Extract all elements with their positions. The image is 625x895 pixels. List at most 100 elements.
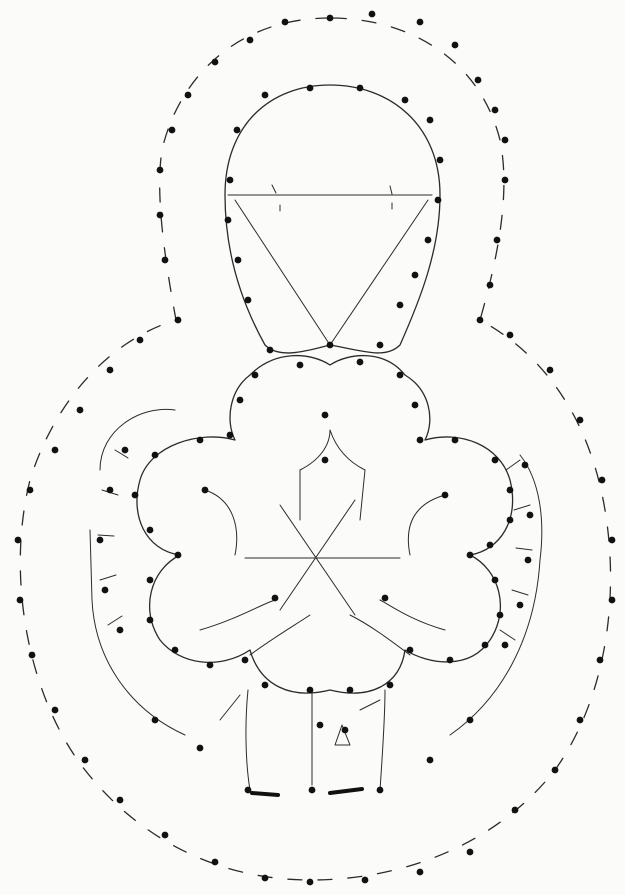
pricking-dot (482, 642, 489, 649)
pricking-dot (522, 462, 529, 469)
pricking-dot (227, 432, 234, 439)
pricking-dot (162, 832, 169, 839)
pricking-dot (397, 302, 404, 309)
pricking-dot (427, 757, 434, 764)
pricking-dot (207, 662, 214, 669)
pricking-dot (475, 77, 482, 84)
pricking-dot (237, 397, 244, 404)
pricking-dot (107, 367, 114, 374)
pricking-dot (317, 722, 324, 729)
pricking-dot (599, 477, 606, 484)
pricking-dot (342, 727, 349, 734)
pricking-dot (377, 342, 384, 349)
pricking-dot (322, 412, 329, 419)
pricking-dot (502, 137, 509, 144)
pricking-dot (262, 92, 269, 99)
central-flower (137, 356, 513, 693)
pricking-dot (252, 372, 259, 379)
pricking-dot (357, 85, 364, 92)
pricking-dot (442, 492, 449, 499)
pricking-dot (272, 595, 279, 602)
pricking-dot (387, 682, 394, 689)
pricking-dot (307, 85, 314, 92)
pricking-dot (242, 657, 249, 664)
pricking-dot (147, 617, 154, 624)
pricking-dot (202, 487, 209, 494)
pricking-dot (425, 237, 432, 244)
pricking-dot (117, 797, 124, 804)
pricking-dot (517, 602, 524, 609)
pricking-dot (492, 107, 499, 114)
top-petal (225, 85, 440, 353)
pricking-dot (512, 807, 519, 814)
pricking-dot (487, 542, 494, 549)
pricking-dot (245, 297, 252, 304)
pricking-dot (17, 597, 24, 604)
pricking-dot (169, 127, 176, 134)
pricking-dot (502, 642, 509, 649)
pricking-dot (452, 42, 459, 49)
pricking-dot (525, 557, 532, 564)
pricking-dot (447, 657, 454, 664)
pricking-dot (347, 687, 354, 694)
pricking-dot (52, 707, 59, 714)
pricking-dot (452, 437, 459, 444)
pricking-dot (402, 97, 409, 104)
outer-boundary (20, 18, 610, 880)
pricking-dot (609, 537, 616, 544)
pricking-dot (309, 787, 316, 794)
pricking-dot (494, 237, 501, 244)
pricking-dot (157, 167, 164, 174)
pricking-dot (197, 745, 204, 752)
pricking-dot (175, 317, 182, 324)
pricking-dot (507, 487, 514, 494)
pricking-dot (527, 512, 534, 519)
pricking-dot (467, 552, 474, 559)
pricking-dot (262, 875, 269, 882)
pricking-dot (97, 537, 104, 544)
pricking-dot (377, 787, 384, 794)
pricking-dot (417, 19, 424, 26)
pricking-dot (362, 877, 369, 884)
pricking-dot (15, 537, 22, 544)
pricking-dot (397, 372, 404, 379)
pricking-dot (417, 869, 424, 876)
pricking-dot (552, 767, 559, 774)
pricking-dot (412, 402, 419, 409)
pricking-dot (435, 197, 442, 204)
pricking-dot (297, 362, 304, 369)
pricking-dot (322, 457, 329, 464)
pricking-dot (52, 447, 59, 454)
pricking-dot (197, 437, 204, 444)
pricking-dot (407, 647, 414, 654)
pricking-dot (162, 257, 169, 264)
pricking-dot (102, 587, 109, 594)
pricking-dot (417, 437, 424, 444)
stem (220, 690, 385, 795)
pricking-dot (82, 757, 89, 764)
pricking-dot (185, 92, 192, 99)
pricking-dots (15, 11, 616, 886)
pricking-dot (327, 342, 334, 349)
pricking-dot (427, 117, 434, 124)
pricking-dot (307, 879, 314, 886)
pricking-dot (577, 417, 584, 424)
pricking-dot (369, 11, 376, 18)
pricking-dot (152, 717, 159, 724)
pricking-dot (492, 577, 499, 584)
pricking-dot (267, 347, 274, 354)
pricking-dot (175, 552, 182, 559)
pricking-dot (107, 487, 114, 494)
flower-ring (90, 409, 542, 735)
pricking-dot (212, 859, 219, 866)
pricking-dot (487, 282, 494, 289)
pricking-dot (117, 627, 124, 634)
pricking-dot (477, 317, 484, 324)
pricking-dot (437, 157, 444, 164)
pricking-dot (137, 337, 144, 344)
pricking-dot (597, 657, 604, 664)
pricking-dot (122, 447, 129, 454)
pricking-dot (282, 19, 289, 26)
pricking-dot (172, 647, 179, 654)
